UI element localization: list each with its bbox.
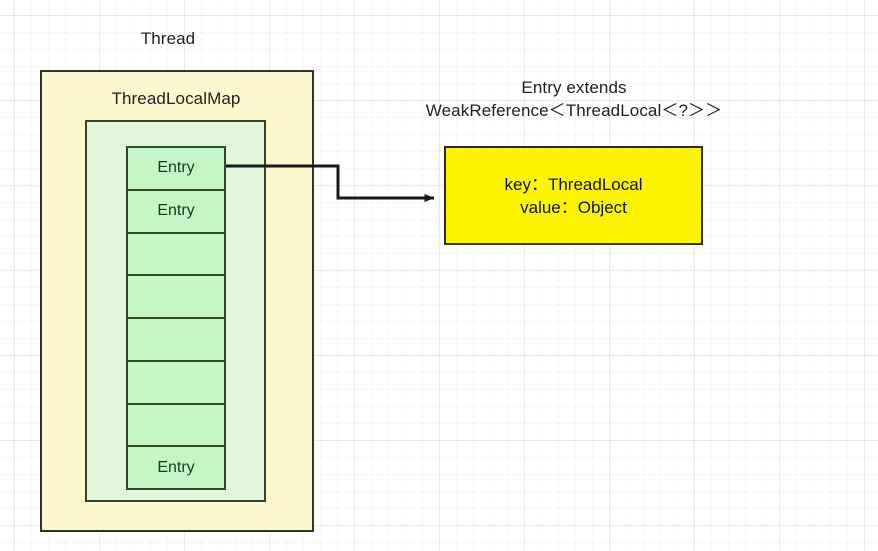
entry-cell-4 bbox=[126, 317, 226, 360]
entry-cell-1: Entry bbox=[126, 188, 226, 232]
entry-cell-3 bbox=[126, 274, 226, 317]
entry-cell-2 bbox=[126, 231, 226, 275]
entry-cell-5 bbox=[126, 359, 226, 403]
thread-label: Thread bbox=[140, 29, 196, 48]
entry-value-line: value：Object bbox=[520, 197, 627, 217]
entry-cell-0: Entry bbox=[126, 146, 226, 189]
entry-cell-6 bbox=[126, 402, 226, 446]
entry-extends-label: Entry extends WeakReference＜ThreadLocal＜… bbox=[425, 78, 723, 120]
entry-key-line: key：ThreadLocal bbox=[504, 174, 643, 194]
entry-table: Entry Entry Entry bbox=[126, 146, 226, 490]
threadlocalmap-label: ThreadLocalMap bbox=[111, 89, 241, 108]
entry-cell-7: Entry bbox=[126, 445, 226, 490]
entry-key-value-box: key：ThreadLocal value：Object bbox=[444, 146, 703, 245]
